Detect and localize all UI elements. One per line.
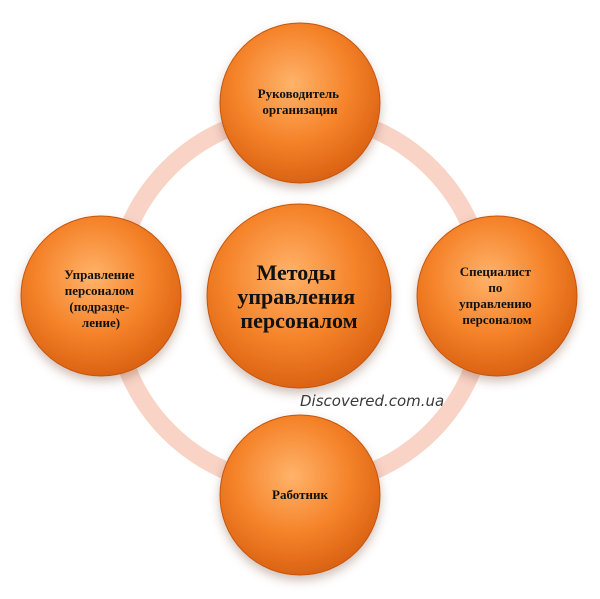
node-top-line: организации bbox=[262, 102, 338, 117]
node-center-circle bbox=[206, 203, 392, 389]
node-left-line: ление) bbox=[82, 315, 120, 330]
node-bottom-line: Работник bbox=[272, 487, 328, 502]
svg-text:Методы управления: Методы управления персоналом bbox=[237, 260, 360, 333]
center-title-line: Методы bbox=[257, 260, 336, 285]
node-right-line: управлению bbox=[459, 296, 532, 311]
node-left: Управление персоналом (подразде- ление) bbox=[20, 215, 182, 377]
svg-text:Работник: Работник bbox=[272, 487, 328, 502]
svg-text:Специалист по упра: Специалист по управлению персоналом bbox=[459, 264, 535, 327]
watermark-text: Discovered.com.ua bbox=[300, 392, 445, 410]
node-right-circle bbox=[416, 215, 578, 377]
center-title-line: управления bbox=[237, 284, 355, 309]
center-title-line: персоналом bbox=[240, 308, 357, 333]
node-right-line: персоналом bbox=[462, 312, 531, 327]
node-left-line: персоналом bbox=[65, 283, 134, 298]
node-top: Руководитель организации bbox=[219, 22, 381, 184]
node-top-line: Руководитель bbox=[258, 86, 340, 101]
node-right-line: Специалист bbox=[460, 264, 532, 279]
node-center: Методы управления персоналом bbox=[206, 203, 392, 389]
svg-text:Руководитель организации: Руководитель организации bbox=[258, 86, 343, 117]
node-left-line: (подразде- bbox=[69, 299, 129, 314]
node-right: Специалист по управлению персоналом bbox=[416, 215, 578, 377]
svg-text:Управление персоналом: Управление персоналом (подразде- ление) bbox=[64, 267, 138, 330]
node-left-circle bbox=[20, 215, 182, 377]
node-top-circle bbox=[219, 22, 381, 184]
node-right-line: по bbox=[488, 280, 502, 295]
node-bottom: Работник bbox=[219, 414, 381, 576]
node-left-line: Управление bbox=[64, 267, 135, 282]
node-bottom-circle bbox=[219, 414, 381, 576]
